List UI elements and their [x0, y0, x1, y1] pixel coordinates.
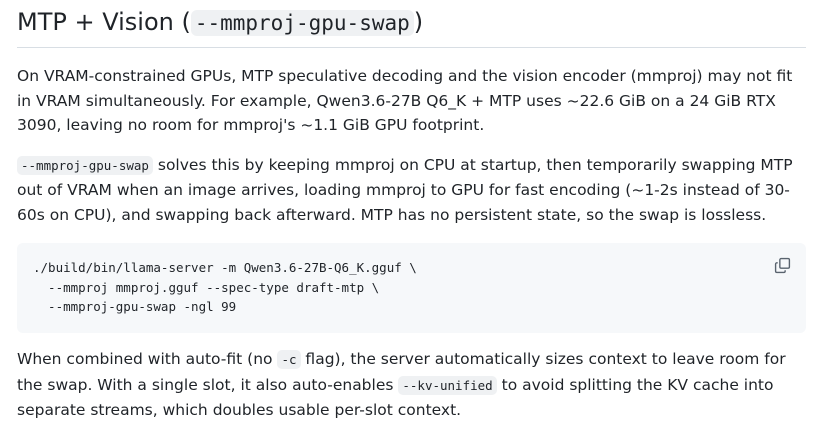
section-heading: MTP + Vision (--mmproj-gpu-swap): [17, 0, 806, 48]
code-line: --mmproj-gpu-swap -ngl 99: [33, 299, 237, 314]
heading-close: ): [413, 8, 424, 36]
document: MTP + Vision (--mmproj-gpu-swap) On VRAM…: [17, 0, 806, 423]
inline-code-flag: --mmproj-gpu-swap: [17, 155, 153, 175]
heading-text: MTP + Vision (: [17, 8, 191, 36]
copy-button[interactable]: [772, 255, 792, 275]
copy-icon: [774, 257, 790, 273]
paragraph-autofit-text-2: flag), the server automatically sizes co…: [17, 350, 786, 394]
paragraph-autofit: When combined with auto-fit (no -c flag)…: [17, 347, 806, 423]
code-block: ./build/bin/llama-server -m Qwen3.6-27B-…: [17, 243, 806, 333]
paragraph-autofit-text-3: to avoid splitting the KV cache into sep…: [17, 375, 774, 420]
paragraph-autofit-text-1: When combined with auto-fit (no: [17, 350, 278, 368]
paragraph-swap-text: solves this by keeping mmproj on CPU at …: [17, 155, 793, 224]
paragraph-vram: On VRAM-constrained GPUs, MTP speculativ…: [17, 67, 793, 134]
heading-code: --mmproj-gpu-swap: [190, 10, 414, 36]
paragraph-swap: --mmproj-gpu-swap solves this by keeping…: [17, 153, 806, 228]
code-line: --mmproj mmproj.gguf --spec-type draft-m…: [33, 279, 380, 295]
inline-code-kv-unified: --kv-unified: [398, 375, 497, 395]
code-line: ./build/bin/llama-server -m Qwen3.6-27B-…: [33, 260, 417, 275]
inline-code-c-flag: -c: [277, 350, 301, 369]
